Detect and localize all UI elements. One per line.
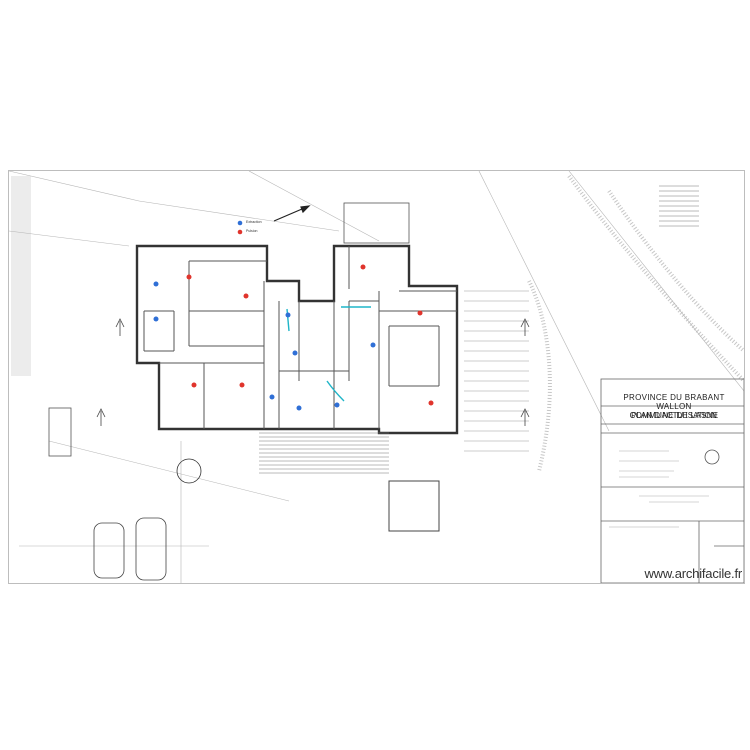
parking-bays: [464, 290, 529, 452]
watermark-text: www.archifacile.fr: [644, 566, 742, 581]
pulsion-points: [186, 264, 434, 406]
title-province: PROVINCE DU BRABANT WALLON COMMUNE DE LA…: [605, 383, 743, 433]
annex-building: [388, 480, 440, 532]
top-annex: [343, 202, 410, 244]
vegetation-right: [527, 174, 744, 472]
terrain-left: [11, 176, 31, 376]
interior-walls: [143, 246, 457, 429]
parked-cars: [93, 517, 167, 581]
province-line: PROVINCE DU BRABANT WALLON: [623, 393, 725, 411]
site-lines: [9, 171, 744, 583]
section-arrows: [96, 318, 530, 426]
drawing-sheet: PROVINCE DU BRABANT WALLON COMMUNE DE LA…: [8, 170, 745, 584]
section-marker: [176, 458, 202, 484]
title-block: [600, 378, 744, 583]
symbol-legend: [659, 185, 699, 227]
plan-title: PLAN D'ACTU ISATION: [631, 411, 717, 420]
extraction-points: [153, 281, 376, 411]
annex-left: [48, 407, 72, 457]
legend-pulsion-label: Pulsion: [246, 229, 258, 233]
ventilation-ducts: [286, 306, 371, 402]
north-arrow: [273, 205, 311, 222]
legend-extraction-label: Extraction: [246, 220, 262, 224]
building-walls: [135, 244, 459, 435]
commune-line: COMMUNE DE LASNE: [629, 411, 719, 420]
terrace-hatching: [259, 432, 389, 474]
logo-circle: [704, 449, 720, 465]
legend-extraction-dot: [237, 220, 243, 226]
floor-plan: [9, 171, 744, 583]
legend-pulsion-dot: [237, 229, 243, 235]
title-block-details: [609, 450, 709, 528]
